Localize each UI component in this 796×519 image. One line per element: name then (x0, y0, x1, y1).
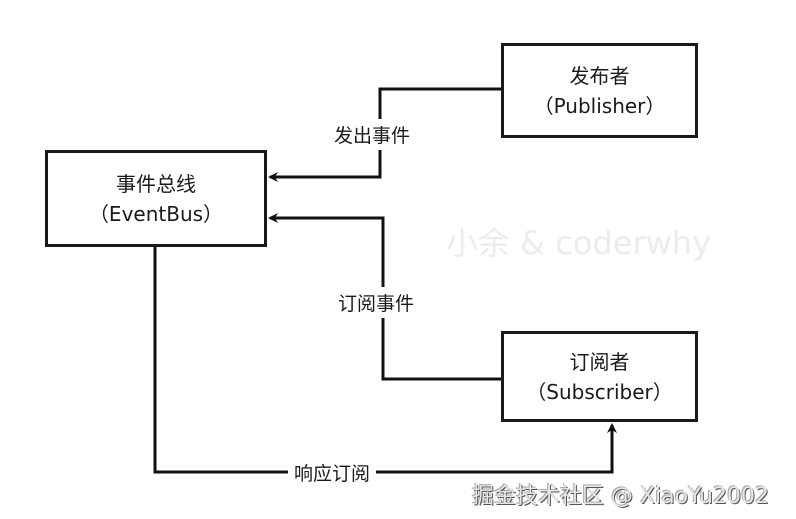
emit-event-label: 发出事件 (328, 119, 417, 150)
eventbus-subtitle: （EventBus） (88, 201, 224, 226)
eventbus-title: 事件总线 (116, 171, 196, 196)
eventbus-node: 事件总线 （EventBus） (45, 150, 267, 247)
publisher-subtitle: （Publisher） (533, 93, 666, 118)
subscribe-event-label: 订阅事件 (332, 287, 421, 318)
watermark: 小余 & coderwhy (446, 224, 712, 262)
subscriber-title: 订阅者 (569, 349, 630, 374)
publisher-node: 发布者 （Publisher） (501, 43, 698, 138)
publisher-title: 发布者 (569, 63, 630, 88)
subscriber-node: 订阅者 （Subscriber） (501, 331, 698, 422)
respond-subscription-arrow (153, 246, 617, 474)
credit-text: 掘金技术社区 @ XiaoYu2002 (472, 484, 769, 509)
respond-subscription-label: 响应订阅 (288, 457, 377, 488)
subscriber-subtitle: （Subscriber） (526, 379, 673, 404)
